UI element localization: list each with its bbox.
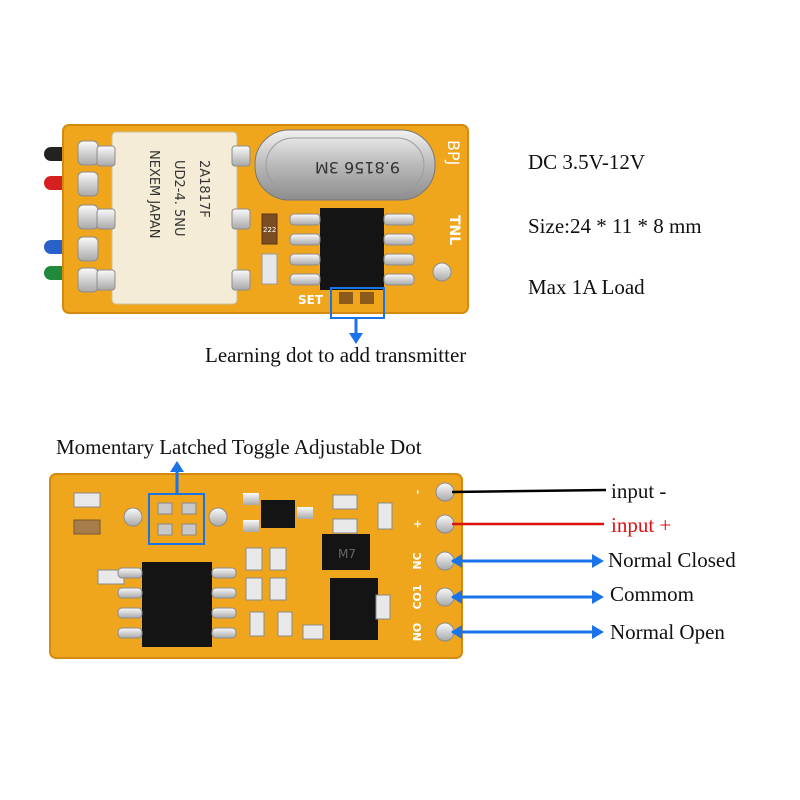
pin-label-commom: Commom (610, 582, 695, 606)
top-pcb (62, 124, 469, 314)
pin-silk-label: CO1 (411, 584, 424, 609)
learning-arrow (349, 318, 363, 344)
cap-text: 222 (263, 226, 276, 234)
spec-size: Size:24 * 11 * 8 mm (528, 214, 702, 238)
pin-label-input-minus: input - (611, 479, 667, 503)
pin-arrow-commom (451, 590, 604, 604)
pin-label-normal-closed: Normal Closed (608, 548, 736, 572)
spec-voltage: DC 3.5V-12V (528, 150, 646, 174)
pin-silk-label: - (411, 490, 424, 495)
pin-silk-label: + (411, 519, 424, 528)
pin-arrow-input-minus (451, 488, 607, 494)
brand-text: BPJ (444, 140, 463, 165)
pin-arrow-normal-closed (451, 554, 604, 568)
pin-label-input-plus: input + (611, 513, 672, 537)
pin-silk-label: NO (411, 623, 424, 642)
bottom-pcb (49, 473, 463, 659)
learning-dot-label: Learning dot to add transmitter (205, 343, 467, 367)
adjustable-dot-label: Momentary Latched Toggle Adjustable Dot (56, 435, 422, 459)
spec-load: Max 1A Load (528, 275, 645, 299)
crystal-text: 9.8156 3M (315, 158, 400, 177)
relay-text-2: UD2-4. 5NU (171, 160, 186, 237)
relay-text-1: 2A1817F (196, 160, 211, 218)
tnl-text: TNL (446, 215, 462, 245)
set-text: SET (298, 293, 324, 307)
pin-label-normal-open: Normal Open (610, 620, 725, 644)
pin-arrow-normal-open (451, 625, 604, 639)
chip-text: M7 (338, 547, 356, 561)
pin-silk-label: NC (411, 552, 424, 569)
relay-text-3: NEXEM JAPAN (146, 150, 161, 239)
adjustable-arrow (170, 461, 184, 494)
